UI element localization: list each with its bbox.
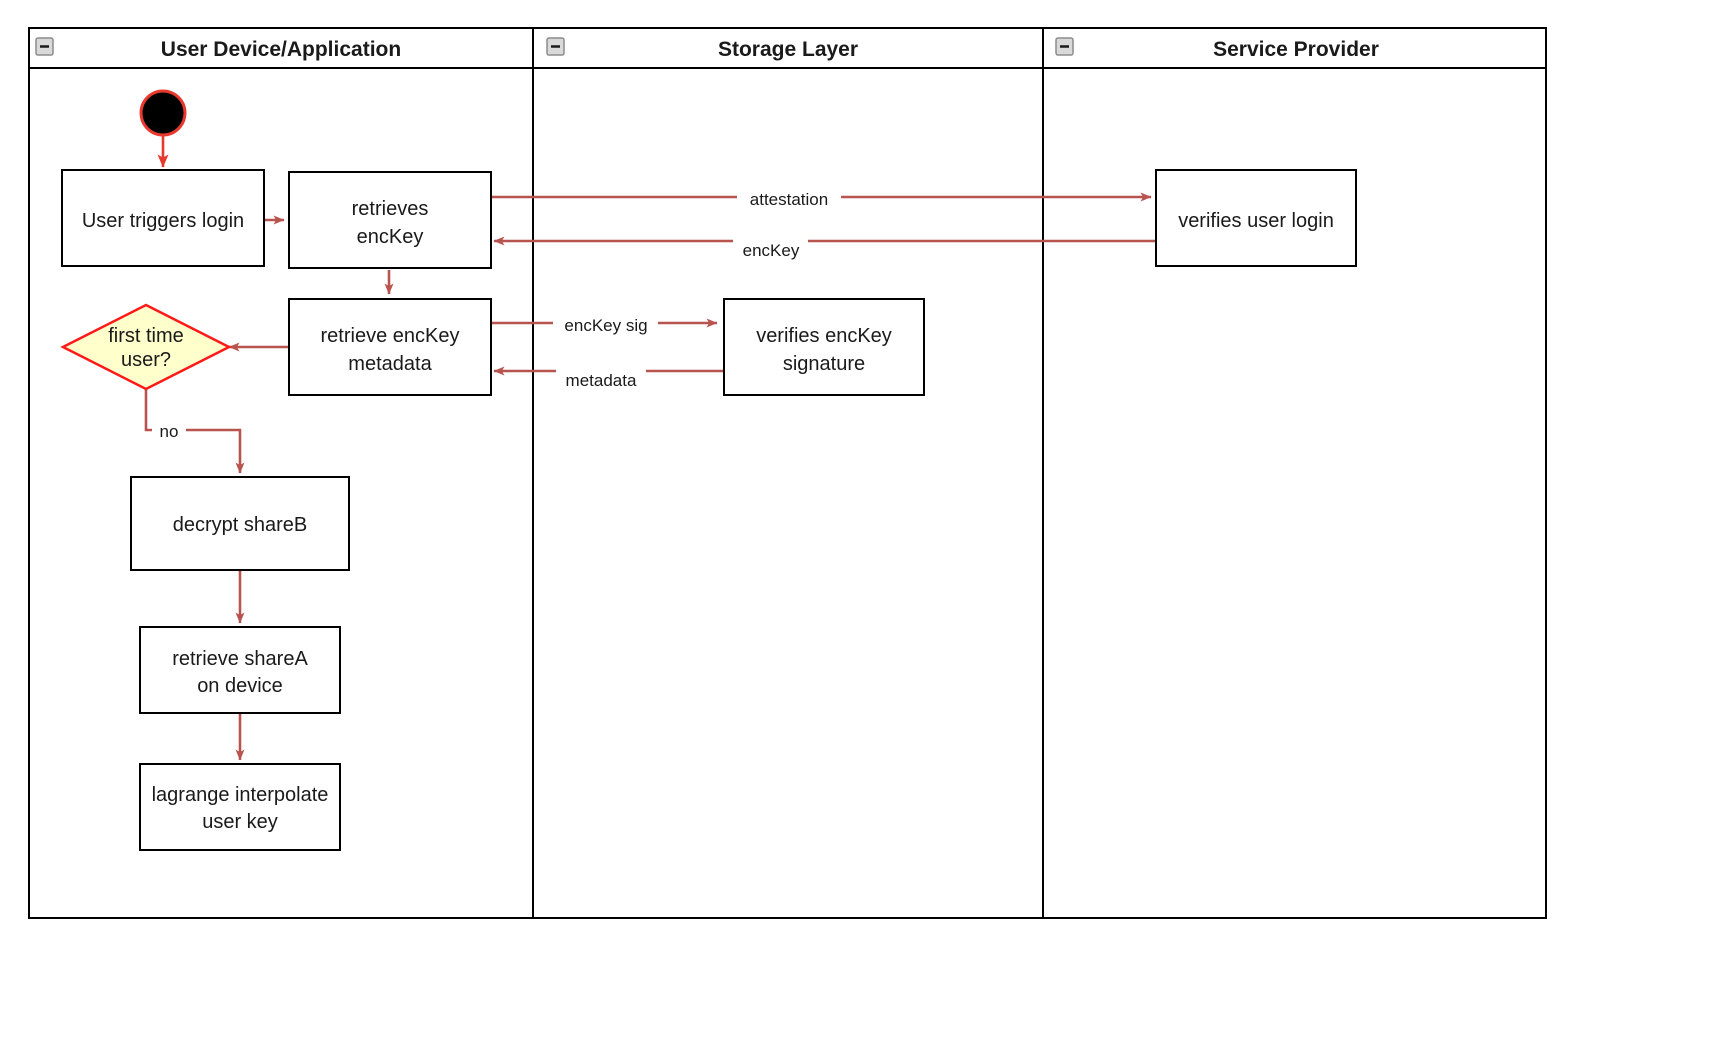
node-label-line1: retrieve shareA xyxy=(172,648,308,670)
node-user-triggers-login[interactable]: User triggers login xyxy=(61,169,265,267)
node-label-line1: retrieves xyxy=(352,198,429,220)
lane-title-service-provider: Service Provider xyxy=(1213,38,1379,61)
start-node[interactable] xyxy=(139,89,187,137)
node-label-line1: lagrange interpolate xyxy=(152,784,329,806)
collapse-minus-icon[interactable] xyxy=(35,37,54,56)
collapse-minus-icon[interactable] xyxy=(546,37,565,56)
collapse-minus-icon[interactable] xyxy=(1055,37,1074,56)
edge-label-bg xyxy=(152,419,186,441)
node-label-line1: first time xyxy=(108,325,184,347)
edge-label-bg xyxy=(737,187,841,208)
node-retrieve-sharea-on-device[interactable]: retrieve shareA on device xyxy=(139,626,341,714)
node-label-line2: metadata xyxy=(348,353,432,375)
lane-header-storage[interactable]: Storage Layer xyxy=(546,37,858,61)
node-label-line2: user key xyxy=(202,811,278,833)
lane-title-storage: Storage Layer xyxy=(718,38,858,61)
diagram-frame xyxy=(28,27,1547,919)
edge-label-attestation: attestation xyxy=(750,190,828,209)
node-label: User triggers login xyxy=(82,210,244,232)
node-lagrange-interpolate-user-key[interactable]: lagrange interpolate user key xyxy=(139,763,341,851)
node-label-line1: verifies encKey xyxy=(756,325,892,347)
node-label-line2: signature xyxy=(783,353,865,375)
node-label-line2: user? xyxy=(121,349,171,371)
node-label-line1: retrieve encKey xyxy=(321,325,460,347)
lane-header-service-provider[interactable]: Service Provider xyxy=(1055,37,1379,61)
edge-decision-to-decrypt xyxy=(144,389,245,474)
node-label: verifies user login xyxy=(1178,210,1334,232)
node-decrypt-shareb[interactable]: decrypt shareB xyxy=(130,476,350,571)
edge-label-bg xyxy=(733,236,808,262)
node-label: decrypt shareB xyxy=(173,514,308,536)
node-label-line2: encKey xyxy=(357,226,424,248)
node-retrieves-enckey[interactable]: retrieves encKey xyxy=(288,171,492,269)
lane-header-user-device[interactable]: User Device/Application xyxy=(35,37,401,61)
edge-label-enckey-sig: encKey sig xyxy=(564,316,647,335)
lane-title-user-device: User Device/Application xyxy=(161,38,401,61)
node-first-time-user-decision[interactable]: first time user? xyxy=(60,303,232,391)
node-label-line2: on device xyxy=(197,675,283,697)
node-verifies-user-login[interactable]: verifies user login xyxy=(1155,169,1357,267)
edge-label-bg xyxy=(553,313,658,334)
edge-label-enckey: encKey xyxy=(743,241,800,260)
edge-label-bg xyxy=(556,366,646,392)
node-retrieve-enckey-metadata[interactable]: retrieve encKey metadata xyxy=(288,298,492,396)
edge-label-metadata: metadata xyxy=(566,371,637,390)
node-verifies-enckey-signature[interactable]: verifies encKey signature xyxy=(723,298,925,396)
edge-label-no: no xyxy=(160,422,179,441)
